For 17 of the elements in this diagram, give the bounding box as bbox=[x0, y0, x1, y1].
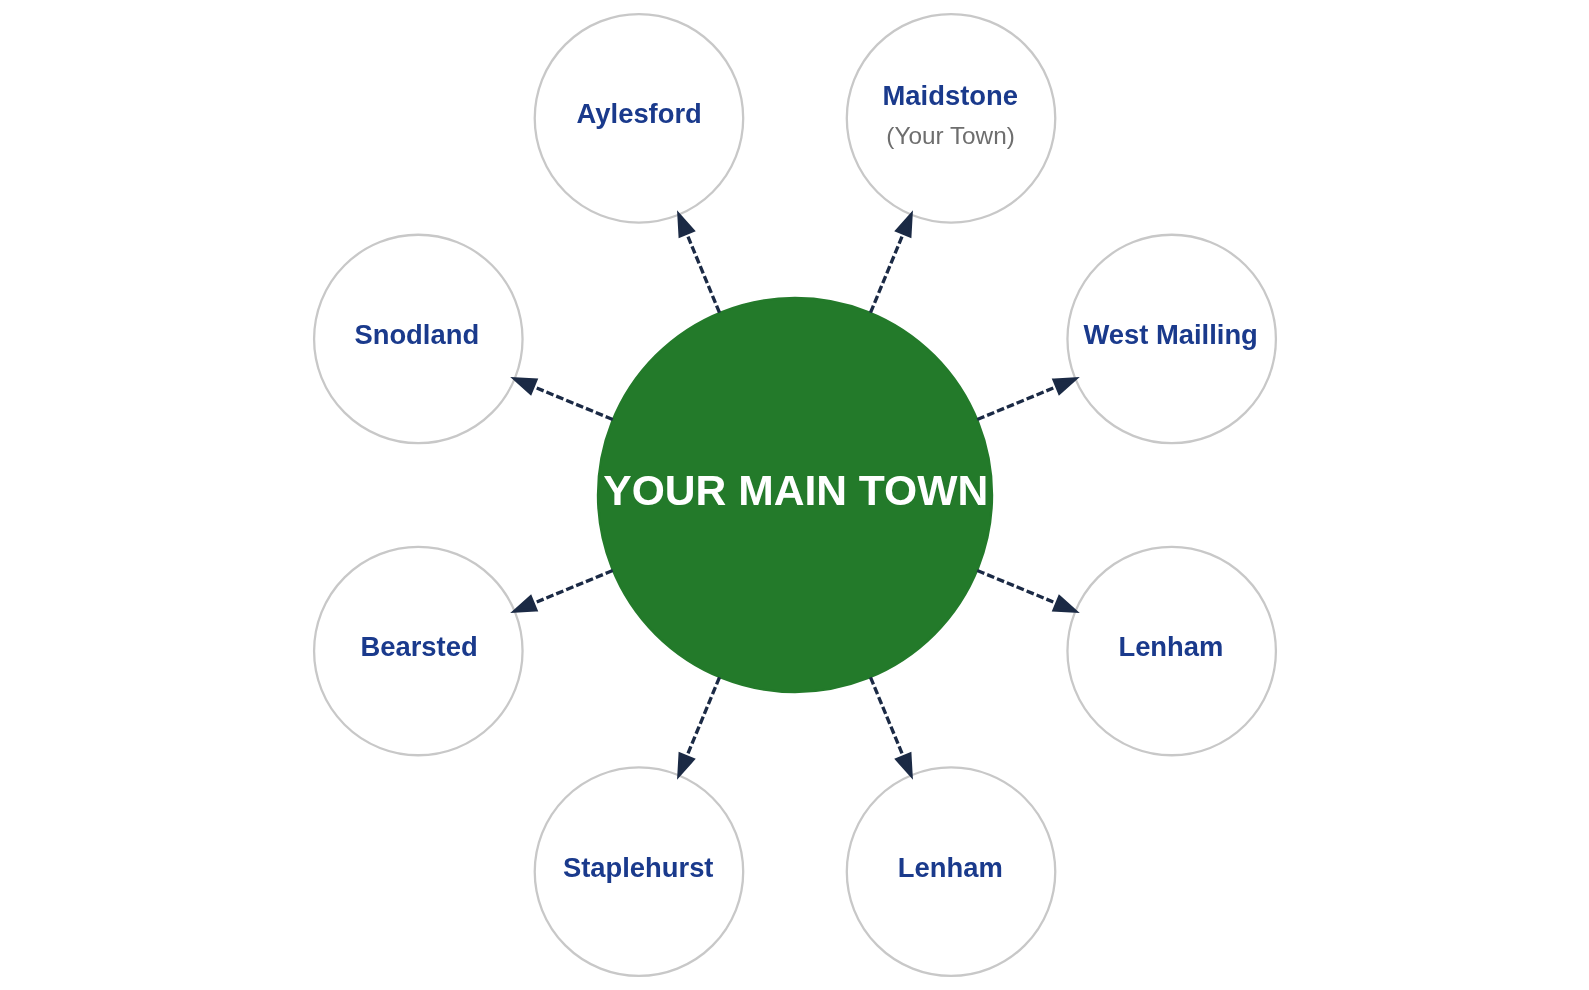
arrow bbox=[676, 210, 721, 314]
arrow bbox=[509, 568, 613, 613]
node-circle: Snodland bbox=[312, 233, 524, 445]
node-circle: Lenham bbox=[845, 766, 1056, 978]
node-circle: Lenham bbox=[1065, 545, 1277, 757]
arrow bbox=[868, 210, 913, 314]
node-circle: West Mailling bbox=[1065, 233, 1277, 445]
node-circle: Maidstone (Your Town) bbox=[845, 12, 1056, 224]
arrow bbox=[509, 377, 613, 422]
arrow bbox=[868, 676, 913, 780]
node-circle: Aylesford bbox=[533, 12, 744, 224]
arrow bbox=[976, 568, 1080, 613]
node-circle: Staplehurst bbox=[533, 766, 744, 978]
arrow bbox=[976, 377, 1080, 422]
node-circle: YOUR MAIN TOWN bbox=[596, 296, 993, 694]
node-circle: Bearsted bbox=[312, 545, 524, 757]
arrow bbox=[676, 676, 721, 780]
